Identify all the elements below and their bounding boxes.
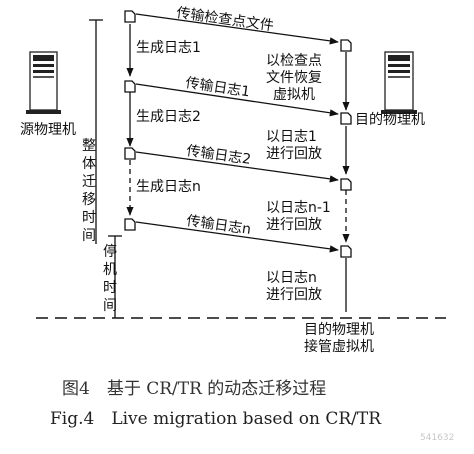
total-migration-time-label: 整 体 迁 移 时 间: [82, 138, 96, 244]
target-server-icon: [381, 51, 417, 114]
label-transfer-log-2: 传输日志2: [185, 143, 252, 168]
target-host-label: 目的物理机: [355, 112, 425, 128]
label-gen-log-2: 生成日志2: [136, 109, 201, 125]
label-takeover-1: 目的物理机: [304, 322, 374, 338]
label-restore-vm-3: 虚拟机: [273, 87, 315, 103]
document-icon: [124, 218, 136, 231]
document-icon: [340, 112, 352, 125]
svg-text:间: 间: [103, 298, 117, 314]
arrow-transfer-log-n: [135, 221, 339, 253]
document-icon: [340, 178, 352, 191]
label-replay-log-n1-b: 进行回放: [266, 217, 322, 233]
total-migration-bracket: [89, 19, 103, 244]
label-restore-vm-2: 文件恢复: [266, 69, 322, 86]
label-takeover-2: 接管虚拟机: [304, 338, 374, 355]
arrow-transfer-log-1: [135, 83, 339, 117]
svg-text:移: 移: [82, 192, 96, 208]
label-replay-log-n-b: 进行回放: [266, 287, 322, 303]
label-gen-log-1: 生成日志1: [136, 40, 201, 56]
document-icon: [124, 10, 136, 23]
transfer-arrows: [135, 13, 339, 253]
label-replay-log-1-a: 以日志1: [266, 129, 317, 145]
svg-text:迁: 迁: [82, 174, 96, 190]
label-transfer-log-n: 传输日志n: [185, 213, 251, 238]
downtime-bracket: [108, 235, 122, 318]
document-icon: [124, 80, 136, 93]
svg-text:整: 整: [82, 138, 96, 154]
svg-text:停: 停: [103, 243, 117, 260]
label-replay-log-n1-a: 以日志n-1: [266, 200, 331, 216]
downtime-label: 停 机 时 间: [103, 243, 117, 314]
document-icon: [340, 39, 352, 52]
source-host-label: 源物理机: [20, 122, 76, 138]
caption-chinese: 图4 基于 CR/TR 的动态迁移过程: [62, 379, 326, 399]
label-replay-log-n-a: 以日志n: [266, 270, 317, 286]
watermark: 541632: [420, 433, 454, 443]
label-gen-log-n: 生成日志n: [136, 179, 201, 195]
arrow-transfer-checkpoint: [135, 13, 339, 45]
svg-text:时: 时: [82, 210, 96, 226]
label-transfer-checkpoint: 传输检查点文件: [175, 5, 274, 34]
document-icon: [340, 245, 352, 258]
svg-text:体: 体: [82, 156, 96, 172]
caption-english: Fig.4 Live migration based on CR/TR: [50, 409, 382, 429]
label-replay-log-1-b: 进行回放: [266, 146, 322, 162]
source-document-icons: [124, 10, 136, 231]
document-icon: [124, 147, 136, 160]
source-server-icon: [26, 51, 61, 114]
label-restore-vm-1: 以检查点: [266, 53, 322, 69]
svg-text:时: 时: [103, 280, 117, 296]
arrow-transfer-log-2: [135, 151, 339, 183]
svg-text:机: 机: [103, 262, 117, 278]
svg-text:间: 间: [82, 228, 96, 244]
target-document-icons: [340, 39, 352, 258]
